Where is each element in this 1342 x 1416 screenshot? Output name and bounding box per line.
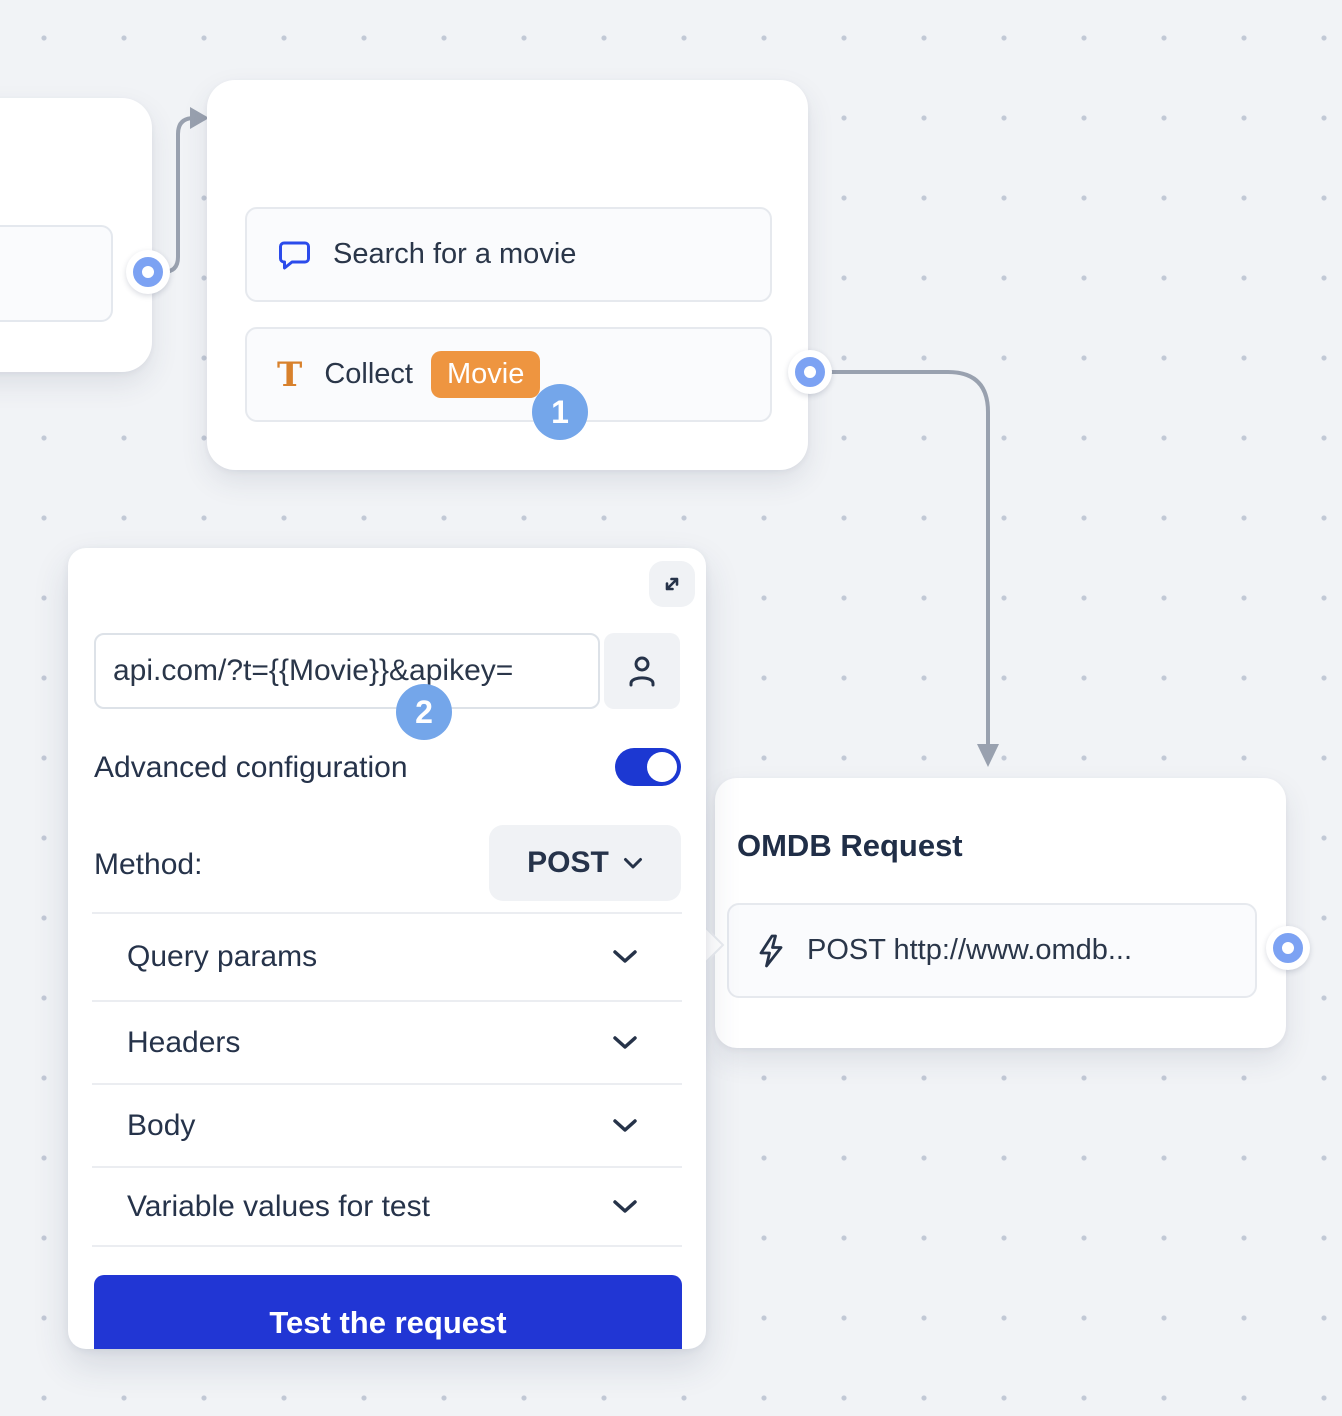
step-label: Search for a movie <box>333 238 577 270</box>
step-label: Collect <box>324 358 413 390</box>
section-variable-values[interactable]: Variable values for test <box>92 1166 682 1247</box>
test-request-button[interactable]: Test the request <box>94 1275 682 1349</box>
section-label: Query params <box>127 940 318 973</box>
previous-node-card[interactable] <box>0 98 152 372</box>
variable-chip[interactable]: Movie <box>430 351 541 398</box>
movie-search-node[interactable]: Movie search Search for a movie T Collec… <box>207 80 808 470</box>
chevron-down-icon <box>623 857 642 868</box>
webhook-config-panel[interactable]: api.com/?t={{Movie}}&apikey= Advanced co… <box>68 548 706 1349</box>
chevron-down-icon <box>613 1118 637 1132</box>
node-title: OMDB Request <box>737 828 963 863</box>
advanced-configuration-label: Advanced configuration <box>94 751 408 784</box>
accordion-sections: Query params Headers Body Variable value… <box>92 912 682 1247</box>
lightning-icon <box>759 934 783 967</box>
toggle-knob <box>647 752 677 782</box>
text-collect-icon: T <box>277 354 303 395</box>
omdb-request-node[interactable]: OMDB Request POST http://www.omdb... <box>715 778 1286 1048</box>
section-label: Headers <box>127 1025 241 1059</box>
person-icon <box>629 656 655 687</box>
chevron-down-icon <box>613 1199 637 1213</box>
method-label: Method: <box>94 848 203 881</box>
url-input[interactable]: api.com/?t={{Movie}}&apikey= <box>94 633 600 709</box>
connector-left-to-movie <box>155 116 198 274</box>
chevron-down-icon <box>613 950 637 963</box>
expand-icon <box>665 577 679 591</box>
tutorial-step-badge-1: 1 <box>532 384 588 440</box>
request-label: POST http://www.omdb... <box>807 934 1133 966</box>
advanced-configuration-toggle[interactable] <box>615 748 681 786</box>
section-label: Variable values for test <box>127 1189 430 1223</box>
section-label: Body <box>127 1108 196 1142</box>
connector-movie-to-omdb <box>821 370 990 748</box>
section-body[interactable]: Body <box>92 1083 682 1166</box>
url-value: api.com/?t={{Movie}}&apikey= <box>113 654 514 687</box>
chat-bubble-icon <box>279 241 310 269</box>
previous-node-step[interactable] <box>0 225 113 322</box>
step-search-for-movie[interactable]: Search for a movie <box>245 207 772 302</box>
step-collect-movie[interactable]: T Collect Movie <box>245 327 772 422</box>
expand-button[interactable] <box>649 561 695 607</box>
arrowhead-down-icon <box>977 744 999 767</box>
previous-node-output-port[interactable] <box>133 257 163 287</box>
section-headers[interactable]: Headers <box>92 1000 682 1083</box>
variable-insert-button[interactable] <box>604 633 680 709</box>
method-value: POST <box>527 846 609 879</box>
method-select[interactable]: POST <box>489 825 681 901</box>
section-query-params[interactable]: Query params <box>92 912 682 1000</box>
tutorial-step-badge-2: 2 <box>396 684 452 740</box>
step-webhook-request[interactable]: POST http://www.omdb... <box>727 903 1257 998</box>
omdb-node-output-port[interactable] <box>1273 933 1303 963</box>
chevron-down-icon <box>613 1035 637 1049</box>
movie-node-output-port[interactable] <box>795 357 825 387</box>
